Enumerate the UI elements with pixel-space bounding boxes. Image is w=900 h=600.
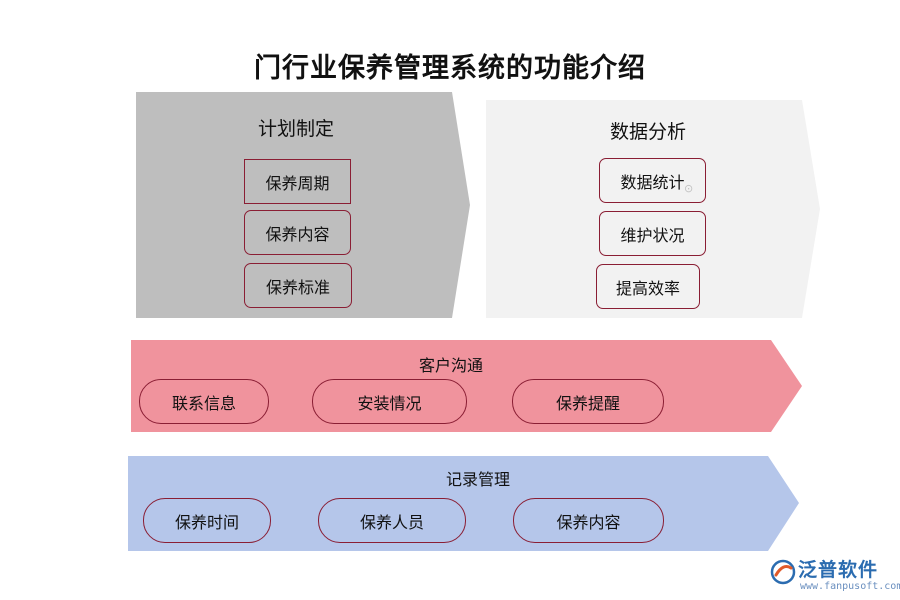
customer-item-installation: 安装情况: [312, 379, 467, 424]
customer-band-title: 客户沟通: [418, 356, 483, 375]
record-item-time: 保养时间: [143, 498, 271, 543]
plan-panel-title: 计划制定: [258, 118, 335, 140]
plan-item-cycle: 保养周期: [244, 159, 351, 204]
record-band-arrow-shape: [128, 456, 799, 551]
data-panel-title: 数据分析: [610, 121, 687, 143]
customer-item-contact-info: 联系信息: [139, 379, 269, 424]
record-item-content: 保养内容: [513, 498, 664, 543]
record-item-personnel: 保养人员: [318, 498, 466, 543]
data-panel-arrow-shape: [486, 100, 820, 318]
page-title: 门行业保养管理系统的功能介绍: [254, 53, 646, 84]
data-item-improve-efficiency: 提高效率: [596, 264, 700, 309]
logo-url: www.fanpusoft.com: [800, 581, 900, 592]
customer-item-reminder: 保养提醒: [512, 379, 664, 424]
plan-item-content: 保养内容: [244, 210, 351, 255]
fanpu-logo: 泛普软件 www.fanpusoft.com: [770, 555, 900, 595]
record-band: 记录管理 保养时间 保养人员 保养内容: [128, 456, 800, 551]
data-item-statistics: 数据统计: [599, 158, 706, 203]
plan-panel: 计划制定 保养周期 保养内容 保养标准: [136, 92, 472, 318]
data-item-maintenance-status: 维护状况: [599, 211, 706, 256]
data-panel: 数据分析 数据统计 ⊙ 维护状况 提高效率: [486, 100, 822, 318]
plan-panel-arrow-shape: [136, 92, 470, 318]
customer-band-arrow-shape: [131, 340, 802, 432]
plan-item-standard: 保养标准: [244, 263, 352, 308]
record-band-title: 记录管理: [445, 470, 510, 489]
fanpu-logo-icon: [770, 559, 796, 585]
customer-band: 客户沟通 联系信息 安装情况 保养提醒: [131, 340, 803, 432]
logo-name: 泛普软件: [798, 559, 879, 581]
watermark-icon: ⊙: [684, 182, 694, 195]
